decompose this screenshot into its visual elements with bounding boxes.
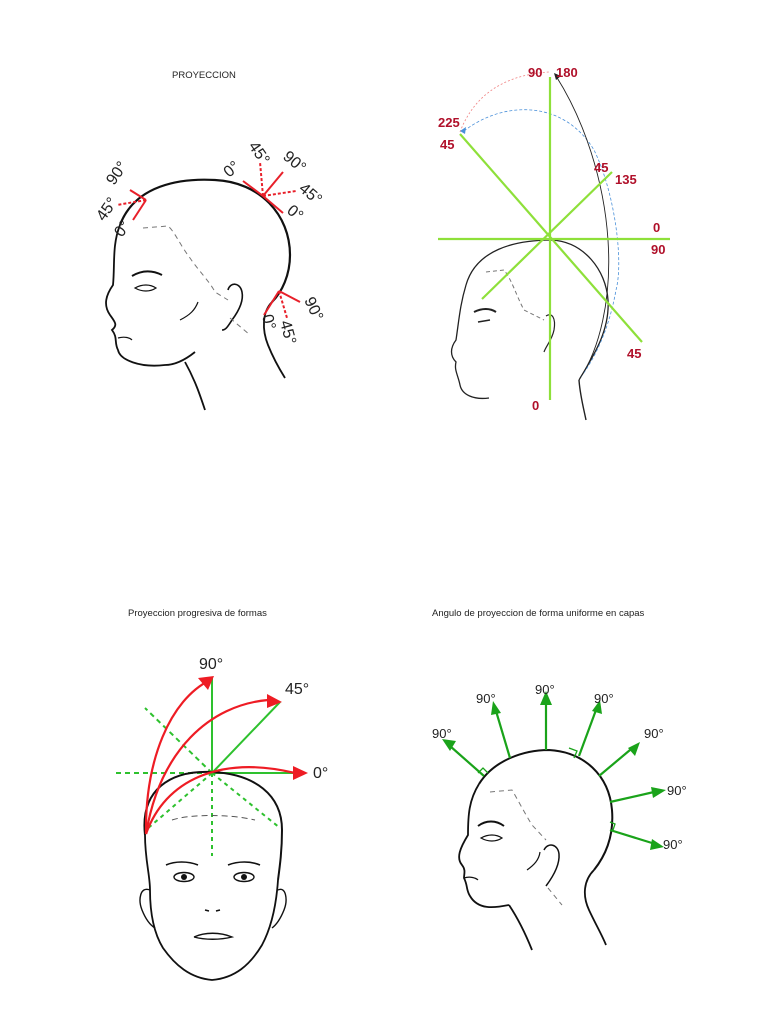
label-top-180: 180: [556, 65, 578, 80]
label-crown-90: 90°: [279, 148, 308, 177]
label-0: 0°: [313, 765, 328, 782]
diagram-title: Proyeccion progresiva de formas: [128, 608, 267, 619]
label-crown-45-right: 45°: [295, 180, 324, 209]
label-90-2: 90°: [476, 691, 496, 706]
front-projection-guides: [116, 189, 147, 221]
label-crown-45-top: 45°: [245, 139, 273, 169]
arrowhead-90: [198, 676, 214, 690]
label-crown-0-right: 0°: [283, 202, 306, 225]
profile-head-illustration: 90° 45° 0° 0° 45° 90° 45° 0° 90° 45° 0°: [93, 139, 326, 411]
label-45: 45°: [285, 681, 309, 698]
label-nape-45: 45°: [276, 319, 299, 347]
arc-red: [459, 71, 550, 133]
label-90-4: 90°: [594, 691, 614, 706]
label-90-7: 90°: [663, 837, 683, 852]
nape-projection-guides: [263, 290, 301, 319]
crown-projection-guides: [242, 161, 297, 214]
label-front-0: 0°: [111, 218, 134, 240]
label-diag-45: 45: [594, 160, 608, 175]
label-top-90: 90: [528, 65, 542, 80]
label-90-3: 90°: [535, 682, 555, 697]
label-225: 225: [438, 115, 460, 130]
right-angle-markers: [477, 747, 616, 831]
diagram-title: Angulo de proyeccion de forma uniforme e…: [432, 608, 645, 619]
label-135: 135: [615, 172, 637, 187]
diagram-progresiva: Proyeccion progresiva de formas: [0, 590, 384, 1024]
red-projection-arrows: [144, 679, 296, 835]
diagram-uniforme: Angulo de proyeccion de forma uniforme e…: [384, 590, 768, 1024]
label-crown-0-left: 0°: [221, 158, 244, 181]
label-90-5: 90°: [644, 726, 664, 741]
diagram-angulos: 90 180 225 45 45 135 0 90 45 0: [384, 0, 768, 440]
front-head-illustration: 90° 45° 0°: [116, 656, 328, 981]
label-front-45: 45°: [93, 195, 121, 225]
angle-guide-lines: [438, 77, 670, 400]
label-bottom-0: 0: [532, 398, 539, 413]
diagram-title: PROYECCION: [172, 70, 236, 81]
arrowhead-0: [293, 766, 308, 780]
arc-blue: [463, 109, 620, 379]
arrowhead-45: [267, 694, 282, 708]
label-front-90: 90°: [103, 159, 131, 189]
label-90-1: 90°: [432, 726, 452, 741]
green-guide-lines: [116, 677, 298, 856]
label-right-90: 90: [651, 242, 665, 257]
label-90-6: 90°: [667, 783, 687, 798]
label-lower-45: 45: [627, 346, 641, 361]
label-nape-0: 0°: [258, 313, 278, 332]
arc-black: [555, 75, 610, 379]
diagram-proyeccion: PROYECCION 90° 45° 0°: [0, 0, 384, 440]
label-upper-45: 45: [440, 137, 454, 152]
angle-wheel-illustration: 90 180 225 45 45 135 0 90 45 0: [438, 65, 670, 421]
label-right-0: 0: [653, 220, 660, 235]
label-nape-90: 90°: [300, 295, 326, 324]
arrowheads: [442, 691, 666, 850]
profile-head-uniform-illustration: 90° 90° 90° 90° 90° 90° 90°: [432, 682, 687, 951]
green-projection-arrows: [449, 702, 655, 845]
label-90: 90°: [199, 656, 223, 673]
